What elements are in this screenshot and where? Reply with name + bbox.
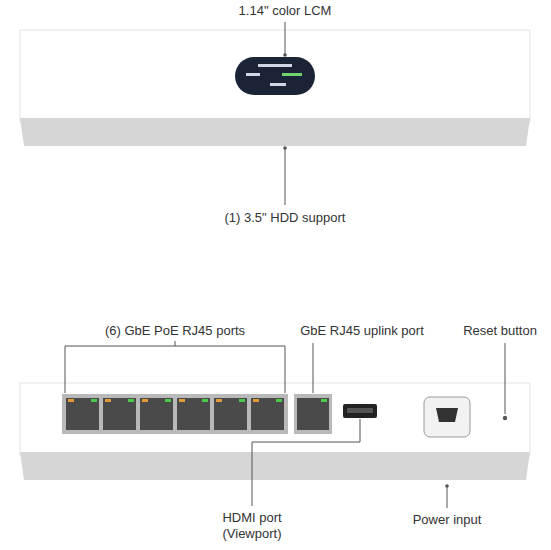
callout-label: HDMI port (Viewport) [213, 510, 291, 542]
device-body [20, 30, 530, 122]
power-input [424, 397, 470, 437]
power-socket [436, 408, 458, 422]
lcm-screen [235, 57, 315, 95]
uplink-port [297, 398, 329, 430]
callout-label: (1) 3.5" HDD support [225, 210, 346, 226]
port-led [321, 399, 327, 402]
bracket [65, 346, 285, 393]
callout-label: Power input [413, 512, 482, 528]
device-base [20, 118, 530, 146]
callout-label: (6) GbE PoE RJ45 ports [105, 323, 245, 339]
screen-detail [282, 73, 302, 76]
hdmi-inner [347, 408, 373, 413]
leader-line [447, 486, 448, 508]
hdmi-port [343, 404, 377, 418]
leader-line [285, 148, 286, 205]
device-base [20, 452, 530, 480]
leader-dot [283, 53, 287, 57]
leader-line [313, 343, 314, 393]
callout-label: Reset button [463, 323, 537, 339]
screen-detail [270, 83, 286, 86]
leader-dot [445, 484, 449, 488]
leader-line [252, 419, 360, 506]
screen-detail [258, 64, 292, 67]
leader-line [285, 22, 286, 55]
port-frame [294, 394, 332, 434]
callout-label: GbE RJ45 uplink port [300, 323, 424, 339]
port-frame [62, 394, 288, 434]
poe-ports [66, 398, 284, 430]
device-body [20, 383, 530, 455]
reset-button [503, 416, 507, 420]
callout-label: 1.14" color LCM [239, 3, 332, 19]
leader-dot [283, 146, 287, 150]
bracket-tick [175, 341, 176, 346]
screen-detail [246, 73, 260, 76]
leader-line [505, 343, 506, 414]
